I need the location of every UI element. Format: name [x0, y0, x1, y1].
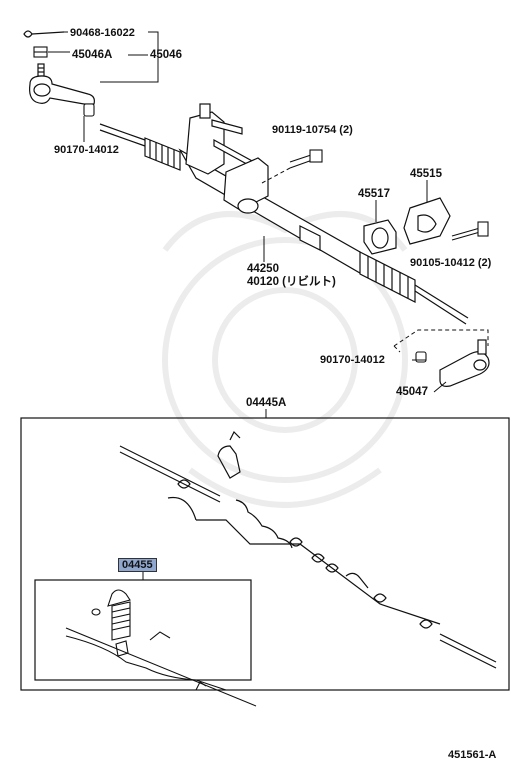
leaders-top-left [48, 31, 159, 142]
spring-kit-04455 [65, 589, 257, 707]
kit-box-04445A [20, 417, 510, 691]
label-45515: 45515 [410, 168, 442, 180]
cotter-pin [23, 30, 65, 38]
label-45517: 45517 [358, 188, 390, 200]
kit-box-04455 [34, 579, 252, 681]
label-45046A: 45046A [72, 49, 113, 61]
label-40120: 40120 (リビルト) [247, 276, 336, 288]
tie-rod-end-right [439, 339, 490, 387]
bolt-90119 [289, 149, 323, 169]
dashed-box-45047 [393, 329, 489, 347]
nut-45046A [33, 46, 48, 58]
label-04445A: 04445A [246, 397, 287, 409]
bushing-45517 [363, 219, 397, 255]
figure-id: 451561-A [448, 749, 497, 761]
label-90170-14012-bottom: 90170-14012 [320, 354, 385, 366]
dashed-box-edge [393, 345, 401, 353]
label-90119-10754: 90119-10754 (2) [272, 124, 353, 136]
leaders-main [263, 180, 447, 393]
label-44250: 44250 [247, 263, 279, 275]
tie-rod-end-left [29, 63, 95, 105]
label-04455: 04455 [118, 558, 157, 572]
bracket-45515 [403, 197, 451, 245]
label-45046: 45046 [150, 49, 182, 61]
bolt-90105 [451, 221, 489, 241]
dash-90119 [261, 167, 291, 184]
lock-nut-90170-top [83, 103, 95, 117]
label-90170-14012-top: 90170-14012 [54, 144, 119, 156]
steering-rack-assembly [99, 103, 469, 325]
label-45047: 45047 [396, 386, 428, 398]
rack-kit-outline [119, 430, 497, 669]
label-90105-10412: 90105-10412 (2) [410, 257, 492, 269]
label-90468-16022: 90468-16022 [70, 27, 135, 39]
